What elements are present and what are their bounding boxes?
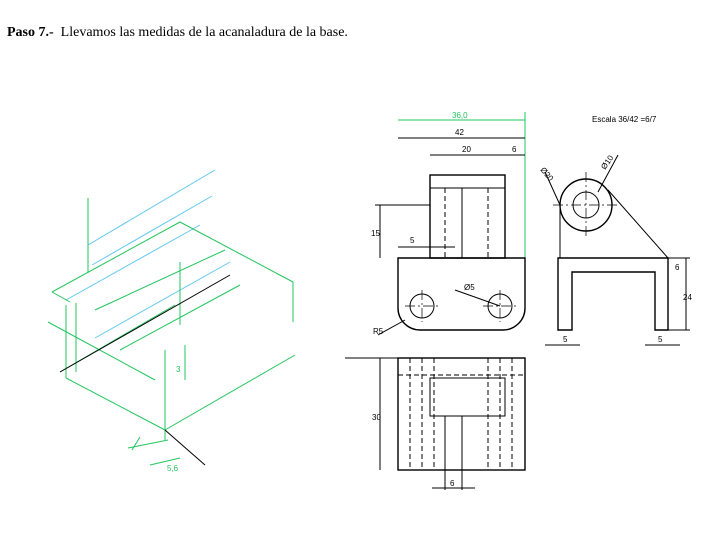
dim-5-label: 5 (410, 236, 415, 245)
isometric-sketch: 3 5,6 (47, 169, 296, 473)
dim-30-label: 30 (372, 413, 381, 422)
iso-black-diagonal (164, 429, 206, 466)
iso-edge (51, 221, 181, 293)
iso-construction-line (91, 195, 213, 266)
front-view: 36,0 42 20 6 15 5 Ø5 R5 (371, 111, 526, 336)
iso-dim-3-label: 3 (176, 365, 181, 374)
dim-phi5-leader (454, 289, 501, 307)
iso-dim-line (127, 439, 169, 449)
side-channel (557, 257, 669, 331)
step-description: Llevamos las medidas de la acanaladura d… (60, 25, 348, 40)
front-base (397, 257, 526, 331)
dim-phi10-label: Ø10 (599, 153, 615, 171)
dim-15-label: 15 (371, 229, 380, 238)
iso-dim-5-label: 5,6 (167, 464, 179, 473)
dim-phi5-label: Ø5 (464, 283, 475, 292)
iso-edge (179, 221, 294, 283)
iso-construction-line (65, 224, 201, 301)
side-view: Escala 36/42 =6/7 Ø20 Ø10 6 24 5 5 (538, 115, 692, 346)
step-number: Paso 7.- (7, 25, 54, 40)
iso-construction-line (87, 169, 216, 246)
dim-phi20-label: Ø20 (538, 166, 555, 184)
dim-phi10-leader (597, 154, 619, 193)
iso-dim-line (149, 457, 181, 466)
dim-5-right-label: 5 (658, 335, 663, 344)
iso-edge (65, 377, 166, 431)
side-support-tangent (607, 189, 669, 259)
scale-label: Escala 36/42 =6/7 (592, 115, 657, 124)
dim-6-label: 6 (450, 479, 455, 488)
dim-r5-label: R5 (373, 327, 384, 336)
iso-edge (94, 249, 226, 311)
iso-construction-line (94, 261, 231, 339)
dim-6-label: 6 (512, 145, 517, 154)
top-slot (429, 377, 506, 417)
top-view: 30 6 (345, 357, 526, 490)
dim-42-label: 42 (455, 128, 464, 137)
iso-dim-line (131, 436, 141, 451)
dim-phi20-leader (544, 171, 561, 206)
iso-edge (51, 291, 71, 303)
iso-edge (164, 354, 296, 431)
step-heading: Paso 7.- Llevamos las medidas de la acan… (7, 25, 348, 41)
dim-5-left-label: 5 (563, 335, 568, 344)
iso-edge (119, 284, 241, 351)
front-upper-tab (429, 174, 506, 259)
dim-24-label: 24 (683, 293, 692, 302)
dim-20-label: 20 (462, 145, 471, 154)
dim-r5-leader (377, 319, 406, 336)
dim-6-label: 6 (675, 263, 680, 272)
dim-36-label: 36,0 (452, 111, 468, 120)
iso-black-diagonal (59, 274, 231, 373)
iso-edge (47, 321, 156, 381)
